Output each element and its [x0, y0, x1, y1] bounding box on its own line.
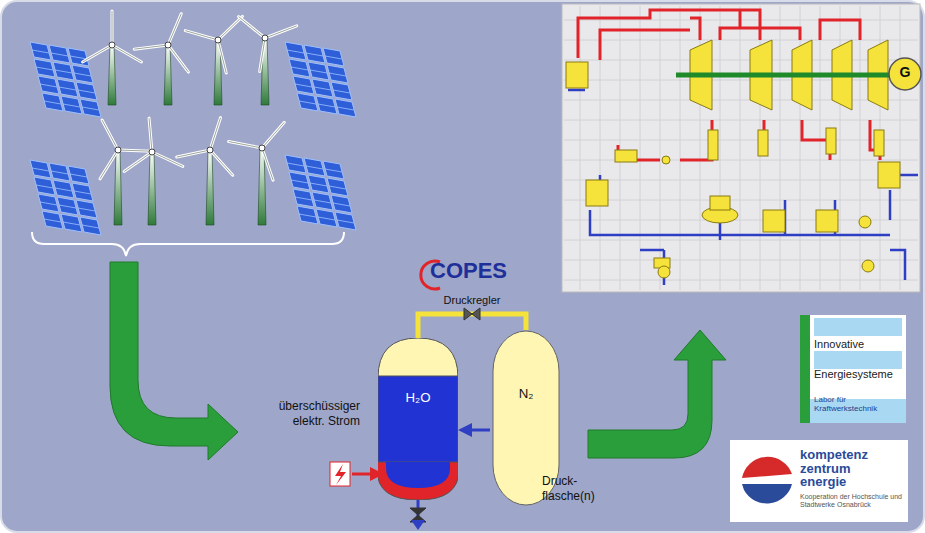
partner-logo: kompetenz zentrum energieKooperation der…: [730, 440, 908, 522]
node-text: Energiesysteme: [814, 368, 904, 380]
institute-logo: InnovativeEnergiesystemeLabor für Kraftw…: [800, 315, 906, 423]
green-arrow: [588, 330, 726, 458]
pipe-connector: [418, 308, 526, 338]
wind-turbines: [83, 11, 297, 225]
logo-text: COPES: [430, 258, 507, 284]
annotation: Druck- flasche(n): [542, 474, 594, 504]
node-text: H₂O: [378, 390, 458, 405]
node-outline: [378, 338, 458, 500]
node-text: G: [888, 64, 922, 80]
power-plant-schematic: [562, 4, 920, 292]
bracket: [32, 232, 344, 256]
water-vessel: H₂O: [378, 338, 458, 500]
node-text: Labor für Kraftwerkstechnik: [814, 396, 904, 414]
node-text: N₂: [492, 386, 560, 401]
node-text: Kooperation der Hochschule und Stadtwerk…: [800, 493, 904, 509]
green-arrow: [110, 262, 238, 460]
generator-circle: G: [888, 57, 922, 91]
node-text: kompetenz zentrum energie: [800, 448, 870, 489]
annotation: überschüssiger elektr. Strom: [250, 399, 360, 429]
solar-panels: [30, 42, 356, 235]
edge-label: Druckregler: [444, 294, 501, 306]
node-text: Innovative: [814, 338, 904, 350]
